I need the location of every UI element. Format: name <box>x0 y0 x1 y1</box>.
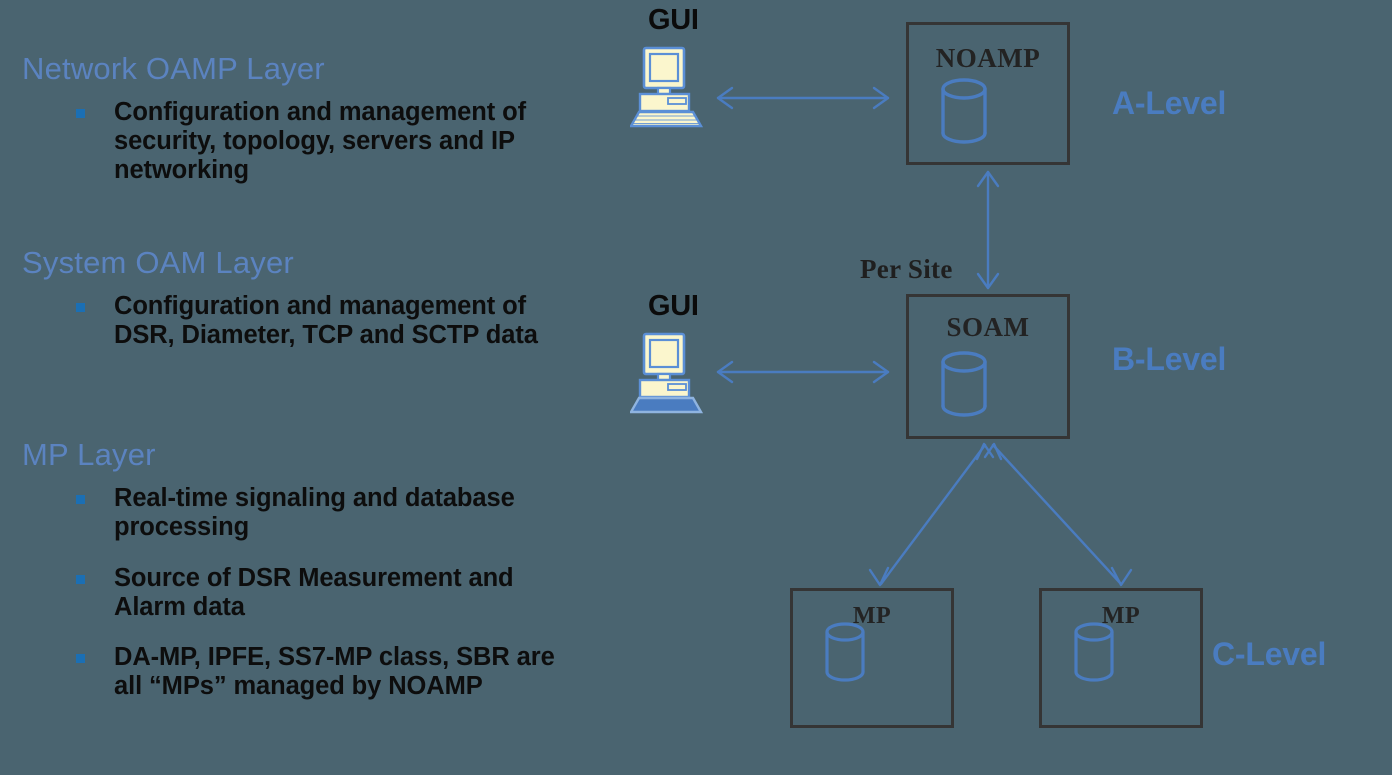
list-item: Real-time signaling and database process… <box>0 484 600 542</box>
node-noamp[interactable]: NOAMP <box>906 22 1070 165</box>
arrowhead-up <box>976 170 1000 188</box>
layer-heading: System OAM Layer <box>22 245 294 280</box>
database-icon <box>1074 622 1114 682</box>
list-item-text: Configuration and management of security… <box>114 98 526 184</box>
computer-icon[interactable] <box>630 332 706 414</box>
computer-icon[interactable] <box>630 46 706 128</box>
list-item: Configuration and management of DSR, Dia… <box>0 292 600 350</box>
node-mp-2[interactable]: MP <box>1039 588 1203 728</box>
arrowhead-left <box>716 360 734 384</box>
layer-heading: MP Layer <box>22 437 156 472</box>
arrowhead-left <box>716 86 734 110</box>
connector-soam-mp2-line <box>991 443 1123 586</box>
level-label-c: C-Level <box>1212 636 1327 672</box>
node-label: MP <box>852 603 892 629</box>
node-label: SOAM <box>946 312 1030 342</box>
database-icon <box>825 622 865 682</box>
list-item-text: DA-MP, IPFE, SS7-MP class, SBR are all “… <box>114 643 555 701</box>
arrowhead-down <box>868 566 890 587</box>
layer-block-mp: MP Layer Real-time signaling and databas… <box>0 437 600 701</box>
node-label: MP <box>1101 603 1141 629</box>
list-item-text: Source of DSR Measurement and Alarm data <box>114 563 514 621</box>
gui-label: GUI <box>648 290 699 322</box>
square-bullet-icon <box>76 109 85 119</box>
node-mp-1[interactable]: MP <box>790 588 954 728</box>
gui-label: GUI <box>648 4 699 36</box>
node-label: NOAMP <box>935 43 1041 73</box>
list-item: DA-MP, IPFE, SS7-MP class, SBR are all “… <box>0 643 600 701</box>
connector-soam-mp1-line <box>879 443 987 586</box>
node-soam[interactable]: SOAM <box>906 294 1070 439</box>
level-label-b: B-Level <box>1112 341 1227 377</box>
arrowhead-down <box>1110 566 1133 587</box>
square-bullet-icon <box>76 654 85 664</box>
database-icon <box>941 78 987 144</box>
database-icon <box>941 351 987 417</box>
per-site-label: Per Site <box>860 254 953 284</box>
bullet-list: Configuration and management of security… <box>0 98 600 184</box>
level-label-a: A-Level <box>1112 85 1227 121</box>
list-item: Source of DSR Measurement and Alarm data <box>0 564 600 622</box>
layer-block-network-oamp: Network OAMP Layer Configuration and man… <box>0 51 600 185</box>
architecture-diagram: Per Site GUI <box>600 0 1392 775</box>
square-bullet-icon <box>76 303 85 313</box>
square-bullet-icon <box>76 574 85 584</box>
arrowhead-up <box>983 442 1003 461</box>
arrowhead-right <box>872 360 890 384</box>
list-item: Configuration and management of security… <box>0 98 600 184</box>
square-bullet-icon <box>76 495 85 505</box>
arrowhead-up <box>975 442 995 461</box>
arrowhead-right <box>872 86 890 110</box>
bullet-list: Configuration and management of DSR, Dia… <box>0 292 600 350</box>
list-item-text: Real-time signaling and database process… <box>114 484 515 541</box>
bullet-list: Real-time signaling and database process… <box>0 484 600 701</box>
layer-block-system-oam: System OAM Layer Configuration and manag… <box>0 245 600 350</box>
arrowhead-down <box>976 272 1000 290</box>
list-item-text: Configuration and management of DSR, Dia… <box>114 292 538 349</box>
layer-heading: Network OAMP Layer <box>22 51 325 86</box>
